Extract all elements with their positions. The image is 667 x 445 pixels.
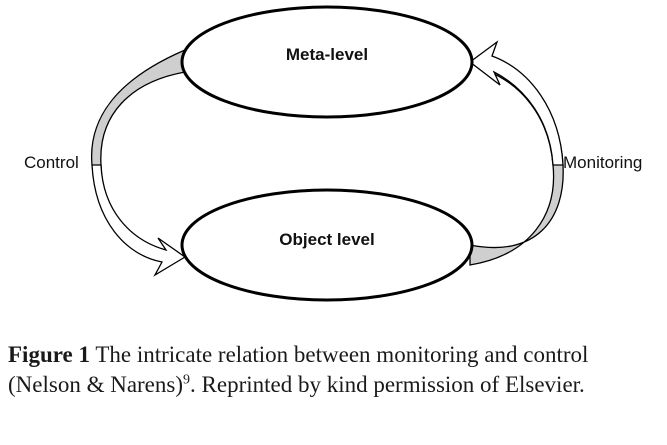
control-arrow-body [91,164,187,277]
object-level-node [180,188,474,302]
figure-caption: Figure 1 The intricate relation between … [8,340,658,400]
figure-number: Figure 1 [8,342,90,367]
monitoring-arrow [468,40,564,266]
monitoring-arrow-body [468,40,564,166]
control-arrow [90,49,187,277]
monitoring-label: Monitoring [563,153,642,172]
monitoring-arrow-band [469,61,564,266]
metacognition-diagram: Meta-level Object level Control Monitori… [24,5,642,302]
control-arrow-band [90,49,186,259]
reference-number: 9 [183,372,191,388]
caption-text: The intricate relation between monitorin… [8,342,589,397]
meta-level-label: Meta-level [286,45,368,64]
control-label: Control [24,153,79,172]
object-level-label: Object level [279,230,374,249]
caption-text-end: . Reprinted by kind permission of Elsevi… [190,372,585,397]
meta-level-node [180,5,474,119]
